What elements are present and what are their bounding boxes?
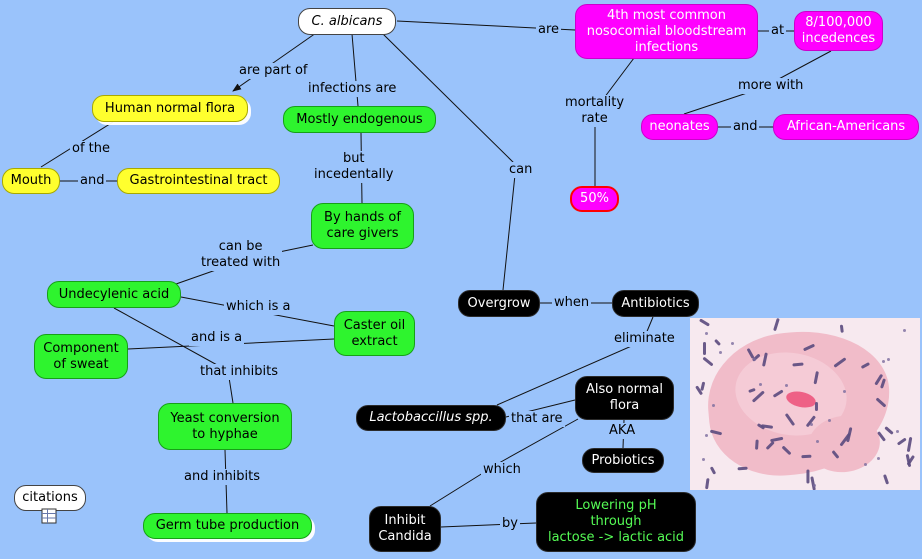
link-phrase-and-mouth[interactable]: and bbox=[78, 173, 107, 189]
bacteria-dot-shape bbox=[731, 342, 735, 346]
bacteria-rod-shape bbox=[815, 402, 819, 412]
bacteria-rod-shape bbox=[698, 318, 710, 327]
link-phrase-that-are[interactable]: that are bbox=[509, 411, 565, 427]
bacteria-dot-shape bbox=[785, 383, 789, 387]
bacteria-dot-shape bbox=[712, 404, 716, 408]
link-phrase-more-with[interactable]: more with bbox=[736, 78, 806, 94]
link-phrase-that-inhibits[interactable]: that inhibits bbox=[198, 364, 280, 380]
bacteria-rod-shape bbox=[702, 356, 714, 366]
node-human-normal-flora[interactable]: Human normal flora bbox=[92, 95, 248, 122]
bacteria-dot-shape bbox=[896, 430, 900, 434]
link-phrase-are-part-of[interactable]: are part of bbox=[237, 63, 310, 79]
edge-line-by bbox=[440, 522, 537, 528]
link-phrase-of-the[interactable]: of the bbox=[70, 141, 112, 157]
bacteria-dot-shape bbox=[842, 389, 846, 393]
edge-line-that-inhibits bbox=[113, 307, 234, 404]
bacteria-dot-shape bbox=[702, 458, 706, 462]
link-phrase-can[interactable]: can bbox=[507, 162, 535, 178]
node-mouth[interactable]: Mouth bbox=[2, 168, 60, 194]
link-phrase-and-inhibits[interactable]: and inhibits bbox=[182, 469, 263, 485]
bacteria-rod-shape bbox=[699, 381, 706, 392]
link-phrase-and-neonates[interactable]: and bbox=[731, 119, 760, 135]
bacteria-rod-shape bbox=[884, 425, 895, 435]
bacteria-rod-shape bbox=[705, 477, 710, 489]
node-fifty-percent[interactable]: 50% bbox=[570, 186, 619, 212]
link-phrase-by[interactable]: by bbox=[500, 516, 520, 532]
link-phrase-aka[interactable]: AKA bbox=[607, 423, 638, 439]
node-c-albicans[interactable]: C. albicans bbox=[298, 8, 396, 35]
bacteria-dot-shape bbox=[813, 483, 817, 487]
link-phrase-when[interactable]: when bbox=[552, 295, 592, 311]
bacteria-rod-shape bbox=[702, 341, 706, 355]
bacteria-rod-shape bbox=[710, 466, 717, 475]
bacteria-dot-shape bbox=[705, 332, 709, 336]
bacteria-rod-shape bbox=[737, 466, 748, 471]
bacteria-dot-shape bbox=[903, 329, 907, 333]
node-undecylenic-acid[interactable]: Undecylenic acid bbox=[47, 281, 181, 308]
bacteria-dot-shape bbox=[877, 456, 881, 460]
citations-resource-icon[interactable] bbox=[41, 508, 58, 525]
link-phrase-infections-are[interactable]: infections are bbox=[306, 81, 399, 97]
node-neonates[interactable]: neonates bbox=[641, 114, 718, 140]
bacteria-dot-shape bbox=[809, 423, 813, 427]
edge-line-are-part-of bbox=[232, 32, 317, 92]
bacteria-dot-shape bbox=[752, 358, 756, 362]
candida-micrograph-image bbox=[690, 318, 920, 490]
bacteria-dot-shape bbox=[882, 359, 886, 363]
link-phrase-at[interactable]: at bbox=[769, 23, 787, 39]
link-phrase-and-is-a[interactable]: and is a bbox=[189, 330, 245, 346]
bacteria-dot-shape bbox=[718, 351, 722, 355]
node-african-americans[interactable]: African-Americans bbox=[773, 114, 919, 140]
link-phrase-which[interactable]: which bbox=[481, 462, 523, 478]
bacteria-rod-shape bbox=[801, 454, 812, 459]
bacteria-dot-shape bbox=[704, 434, 708, 438]
bacteria-rod-shape bbox=[773, 318, 781, 332]
bacteria-rod-shape bbox=[839, 324, 844, 332]
link-phrase-which-is-a[interactable]: which is a bbox=[224, 299, 293, 315]
bacteria-rod-shape bbox=[806, 469, 810, 484]
node-gi-tract[interactable]: Gastrointestinal tract bbox=[117, 168, 280, 194]
bacteria-dot-shape bbox=[759, 383, 763, 387]
node-probiotics[interactable]: Probiotics bbox=[582, 448, 664, 473]
bacteria-rod-shape bbox=[906, 436, 912, 453]
link-phrase-eliminate[interactable]: eliminate bbox=[612, 331, 677, 347]
bacteria-dot-shape bbox=[887, 358, 891, 362]
node-overgrow[interactable]: Overgrow bbox=[458, 290, 540, 317]
edge-line-can bbox=[382, 33, 517, 291]
node-mostly-endogenous[interactable]: Mostly endogenous bbox=[283, 106, 436, 133]
bacteria-dot-shape bbox=[827, 419, 831, 423]
node-germ-tube[interactable]: Germ tube production bbox=[143, 513, 312, 539]
node-antibiotics[interactable]: Antibiotics bbox=[612, 290, 699, 317]
bacteria-rod-shape bbox=[713, 338, 721, 347]
bacteria-rod-shape bbox=[810, 475, 816, 490]
bacteria-dot-shape bbox=[815, 440, 819, 444]
bacteria-dot-shape bbox=[864, 463, 868, 467]
bacteria-rod-shape bbox=[882, 474, 889, 485]
link-phrase-are[interactable]: are bbox=[536, 22, 562, 38]
bacteria-rod-shape bbox=[897, 437, 908, 446]
node-lactobacillus[interactable]: Lactobaccillus spp. bbox=[356, 405, 506, 431]
bacteria-rod-shape bbox=[754, 439, 759, 450]
